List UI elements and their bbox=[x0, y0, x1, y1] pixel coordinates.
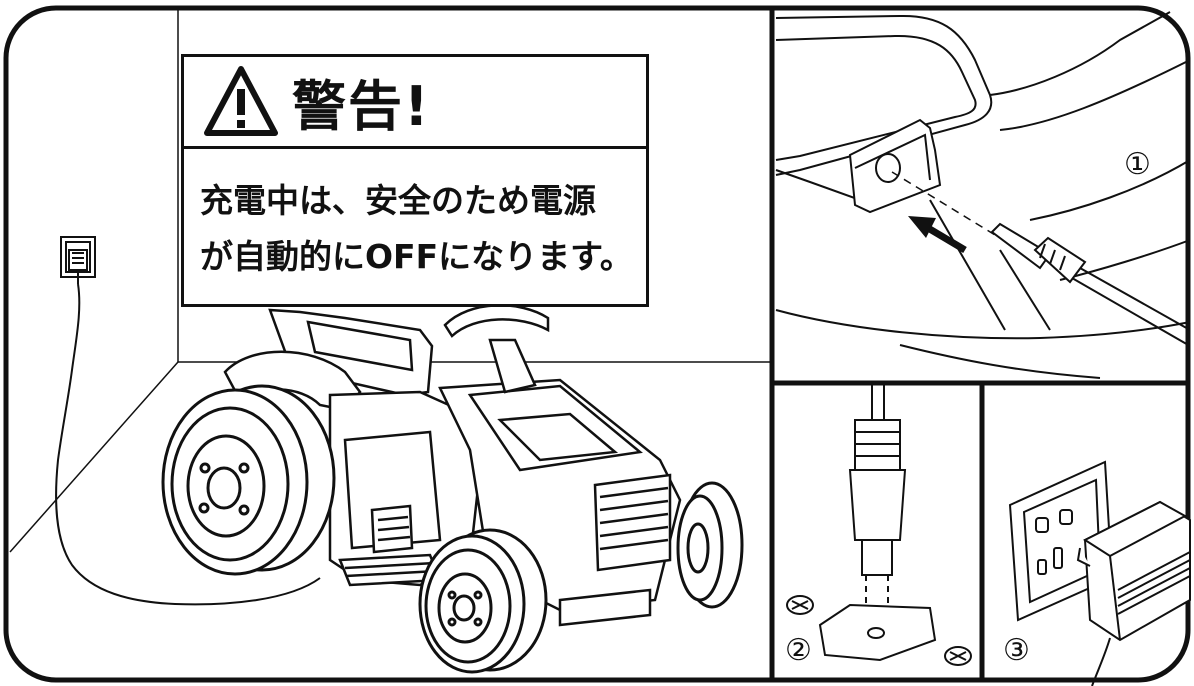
charging-port-hole bbox=[875, 153, 901, 183]
warning-triangle-icon bbox=[204, 65, 278, 136]
main-scene bbox=[9, 10, 772, 674]
base-plate bbox=[818, 603, 937, 662]
rear-wheel bbox=[161, 384, 336, 576]
insert-arrow-icon bbox=[908, 216, 967, 254]
power-cord bbox=[55, 283, 321, 606]
warning-message-line-2: が自動的にOFFになります。 bbox=[200, 237, 633, 276]
screw-icon bbox=[786, 595, 814, 615]
wall-outlet-icon bbox=[60, 236, 96, 284]
screw-icon bbox=[944, 646, 972, 666]
charging-port-bracket bbox=[848, 118, 942, 214]
panel-1-charging-port bbox=[775, 11, 1191, 379]
warning-message-line-1: 充電中は、安全のため電源 bbox=[200, 181, 596, 220]
dc-plug bbox=[990, 222, 1191, 347]
panel-3-wall-socket bbox=[1008, 460, 1191, 686]
far-front-wheel bbox=[676, 481, 744, 609]
step-3-number: ③ bbox=[1003, 633, 1030, 668]
warning-title-box: 警告! bbox=[181, 54, 649, 149]
step-2-number: ② bbox=[785, 633, 812, 668]
ac-adapter bbox=[1076, 500, 1191, 642]
warning-title: 警告! bbox=[292, 75, 431, 138]
warning-message-box: 充電中は、安全のため電源 が自動的にOFFになります。 bbox=[181, 149, 649, 307]
front-wheel bbox=[418, 528, 548, 674]
step-1-number: ① bbox=[1124, 147, 1151, 182]
panel-2-plug-base bbox=[786, 385, 972, 666]
ride-on-tractor bbox=[223, 304, 682, 627]
